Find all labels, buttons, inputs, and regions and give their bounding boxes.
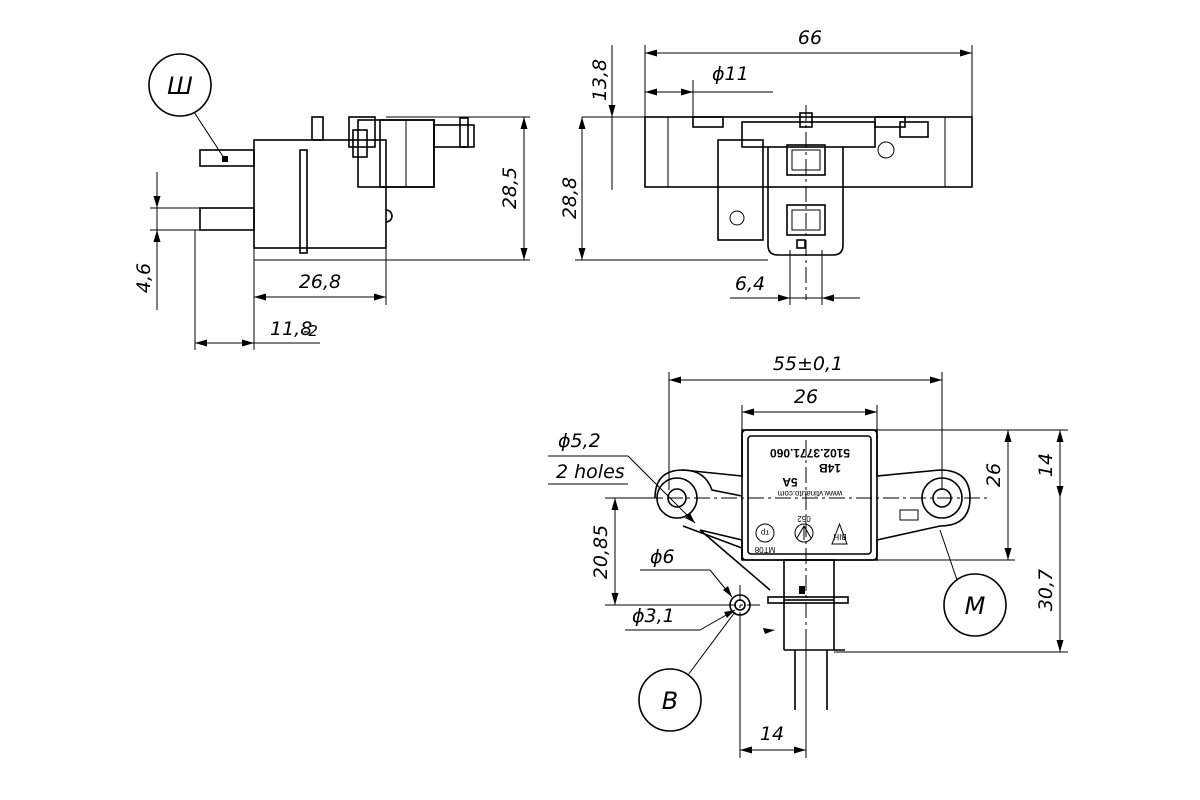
- dim-20-85: 20,85: [590, 525, 612, 579]
- dim-28-8: 28,8: [559, 177, 581, 219]
- holes-note: 2 holes: [556, 461, 625, 483]
- front-view: 66 ϕ11 13,8 28,8 6,4: [559, 27, 973, 305]
- dim-30-7: 30,7: [1035, 569, 1057, 611]
- dim-26-right: 26: [983, 463, 1005, 487]
- label-part-number: 5102.3771.060: [770, 446, 850, 460]
- mark-vin: BIH: [833, 532, 847, 541]
- callout-m: M: [965, 592, 986, 620]
- dim-phi-11: ϕ11: [712, 63, 749, 85]
- dim-14-right: 14: [1035, 453, 1057, 477]
- dim-26-top: 26: [794, 386, 818, 408]
- dim-11-8: 11,8: [270, 318, 312, 340]
- dim-11-8-tolerance: -2: [303, 322, 318, 340]
- label-rating-a: 5A: [782, 475, 798, 489]
- dim-6-4: 6,4: [735, 273, 765, 295]
- dim-13-8: 13,8: [589, 59, 611, 101]
- dim-phi-5-2: ϕ5,2: [558, 430, 601, 452]
- dim-28-5: 28,5: [499, 167, 521, 209]
- label-website: www.vtinauto.com: [777, 489, 843, 498]
- mark-mt08: MT08: [754, 545, 775, 554]
- dim-4-6: 4,6: [133, 263, 155, 293]
- callout-b: B: [662, 687, 678, 715]
- top-view: www.vtinauto.com 5A 14B 5102.3771.060 тр…: [548, 353, 1068, 758]
- certification-marks: тр MT08 062 BIH: [754, 514, 848, 554]
- dim-14-bottom: 14: [760, 723, 784, 745]
- dim-26-8: 26,8: [299, 271, 341, 293]
- side-view: 28,5 26,8 11,8 -2 4,6 Ш: [133, 53, 530, 350]
- label-rating-v: 14B: [819, 461, 841, 475]
- dim-66: 66: [798, 27, 822, 49]
- dim-55: 55±0,1: [773, 353, 843, 375]
- callout-sh: Ш: [167, 72, 193, 100]
- dim-phi-3-1: ϕ3,1: [632, 605, 675, 627]
- dim-phi-6: ϕ6: [650, 546, 675, 568]
- mark-tr: тр: [760, 528, 769, 537]
- mark-062: 062: [797, 514, 811, 523]
